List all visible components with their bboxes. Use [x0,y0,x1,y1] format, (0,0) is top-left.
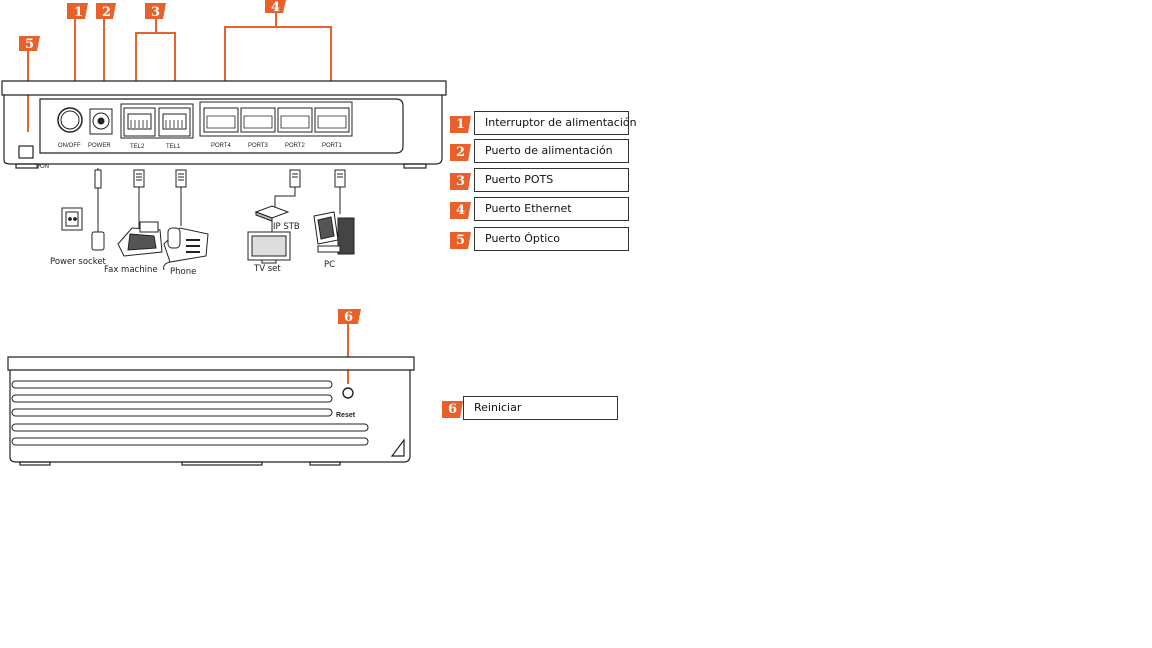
callout-lines [27,13,349,384]
tel-ports [120,103,194,139]
legend-badge-3: 3 [450,173,471,190]
label-port2: PORT2 [285,143,306,149]
label-power: POWER [88,143,111,149]
label-tv-set: TV set [253,264,281,274]
svg-text:2: 2 [102,5,111,20]
label-ip-stb: IP STB [273,222,300,232]
legend-badge-1: 1 [450,116,471,133]
phone-icon [163,227,209,271]
legend-label-6: Reiniciar [463,396,618,420]
device-rear-view [1,80,447,169]
legend-badge-2: 2 [450,144,471,161]
device-side-view [7,356,415,466]
reset-button [342,387,354,399]
rj11-plug-icon [133,169,187,188]
legend-badge-4: 4 [450,202,471,219]
legend-label-3: Puerto POTS [474,168,629,192]
label-onoff: ON/OFF [58,143,81,149]
label-pc: PC [324,260,335,270]
badge-1: 1 [67,3,88,20]
tv-set-icon [247,231,291,264]
power-button [57,107,83,133]
svg-text:1: 1 [74,5,83,20]
label-reset: Reset [336,412,356,419]
legend-label-5: Puerto Óptico [474,227,629,251]
label-fax-machine: Fax machine [104,265,158,275]
badge-3: 3 [145,3,166,20]
legend-label-4: Puerto Ethernet [474,197,629,221]
label-pon: PON [36,164,49,170]
svg-text:4: 4 [271,0,280,15]
ip-stb-icon [254,205,290,222]
label-port1: PORT1 [322,143,343,149]
rj45-plug-icon [289,169,346,188]
label-port4: PORT4 [211,143,232,149]
legend-badge-6: 6 [442,401,463,418]
label-port3: PORT3 [248,143,269,149]
pc-icon [313,211,355,255]
badge-5: 5 [19,36,40,52]
badge-4: 4 [265,0,286,15]
badge-2: 2 [96,3,116,20]
badge-6: 6 [338,309,361,325]
label-phone: Phone [170,267,196,277]
peripheral-cables [97,168,341,232]
ethernet-ports [199,101,353,137]
power-adapter-icon [91,169,105,251]
legend-label-1: Interruptor de alimentación [474,111,637,135]
legend-badge-5: 5 [450,232,471,249]
fax-machine-icon [117,221,163,257]
svg-text:6: 6 [344,310,353,325]
label-tel1: TEL1 [166,144,181,150]
power-socket-icon [61,207,83,231]
svg-text:5: 5 [25,37,34,52]
power-jack [89,108,113,135]
svg-text:3: 3 [151,5,160,20]
label-tel2: TEL2 [130,144,145,150]
legend-label-2: Puerto de alimentación [474,139,629,163]
label-power-socket: Power socket [50,257,107,267]
